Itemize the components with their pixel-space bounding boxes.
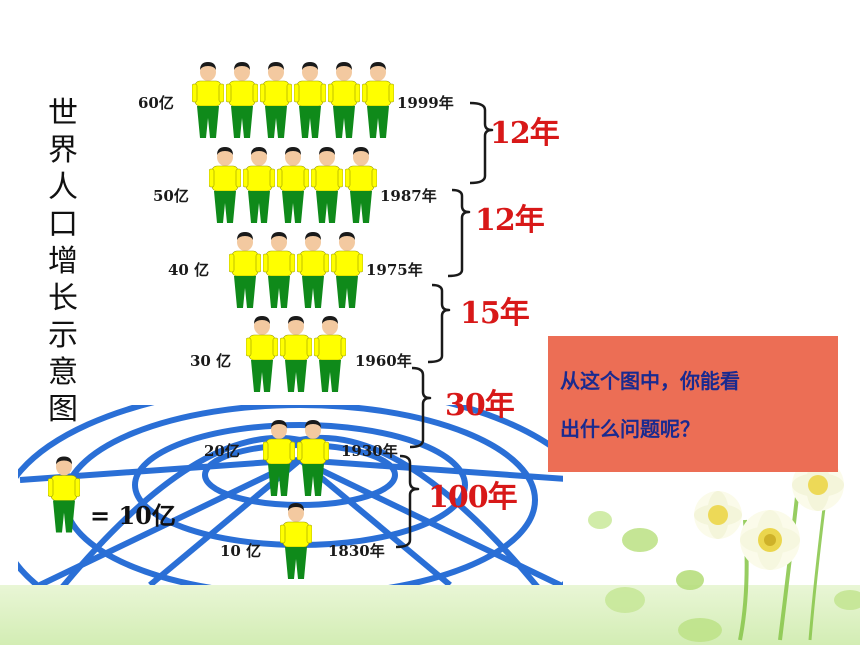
population-label: 30 亿 [190,352,232,370]
chart-title: 世界人口增长示意图 [48,96,78,427]
person-figure [263,232,295,308]
year-label: 1930年 [341,442,398,460]
interval-label: 12年 [490,116,560,151]
interval-label: 100年 [428,480,518,515]
year-label: 1999年 [397,94,454,112]
person-figure [328,62,360,138]
person-figure [192,62,224,138]
question-box: 从这个图中，你能看 出什么问题呢？ [548,336,838,472]
person-figure [314,316,346,392]
bracket-1960-1930 [409,366,432,449]
person-figure [311,147,343,223]
question-line-2: 出什么问题呢？ [560,417,700,441]
population-label: 20亿 [204,442,240,460]
bracket-1987-1975 [447,188,471,278]
person-figure [229,232,261,308]
interval-label: 12年 [475,203,545,238]
person-figure [246,316,278,392]
year-label: 1960年 [355,352,412,370]
person-figure [280,316,312,392]
interval-label: 15年 [460,296,530,331]
person-figure [331,232,363,308]
bracket-1999-1987 [469,101,494,185]
bracket-1930-1830 [395,454,420,549]
legend-text: = 10亿 [90,501,176,530]
interval-label: 30年 [445,388,515,423]
bracket-1975-1960 [427,283,451,364]
person-figure [243,147,275,223]
person-figure [260,62,292,138]
person-figure [297,232,329,308]
population-label: 50亿 [153,187,189,205]
year-label: 1830年 [328,542,385,560]
person-figure [226,62,258,138]
person-figure [280,503,312,579]
legend-person-icon [48,456,80,533]
person-figure [294,62,326,138]
population-label: 40 亿 [168,261,210,279]
person-figure [362,62,394,138]
year-label: 1987年 [380,187,437,205]
year-label: 1975年 [366,261,423,279]
population-label: 60亿 [138,94,174,112]
person-figure [263,420,295,496]
population-label: 10 亿 [220,542,262,560]
person-figure [277,147,309,223]
question-line-1: 从这个图中，你能看 [560,369,740,393]
person-figure [345,147,377,223]
person-figure [209,147,241,223]
person-figure [297,420,329,496]
